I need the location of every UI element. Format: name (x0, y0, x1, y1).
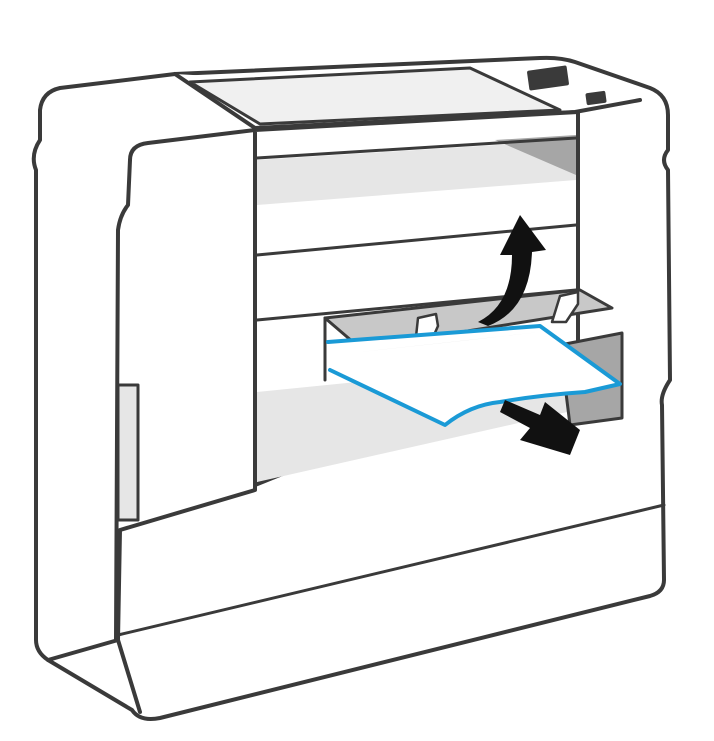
control-panel-button (585, 90, 607, 106)
scanner-lid (188, 66, 562, 126)
jam-access-door (323, 288, 614, 350)
latch-right (550, 290, 580, 324)
control-panel-display (527, 65, 569, 91)
side-handle (116, 383, 140, 522)
paper-tray (116, 503, 666, 637)
side-panel (46, 128, 257, 662)
lift-arrow-icon (478, 215, 546, 326)
pull-arrow-icon (500, 400, 580, 455)
jammed-paper (326, 324, 622, 427)
